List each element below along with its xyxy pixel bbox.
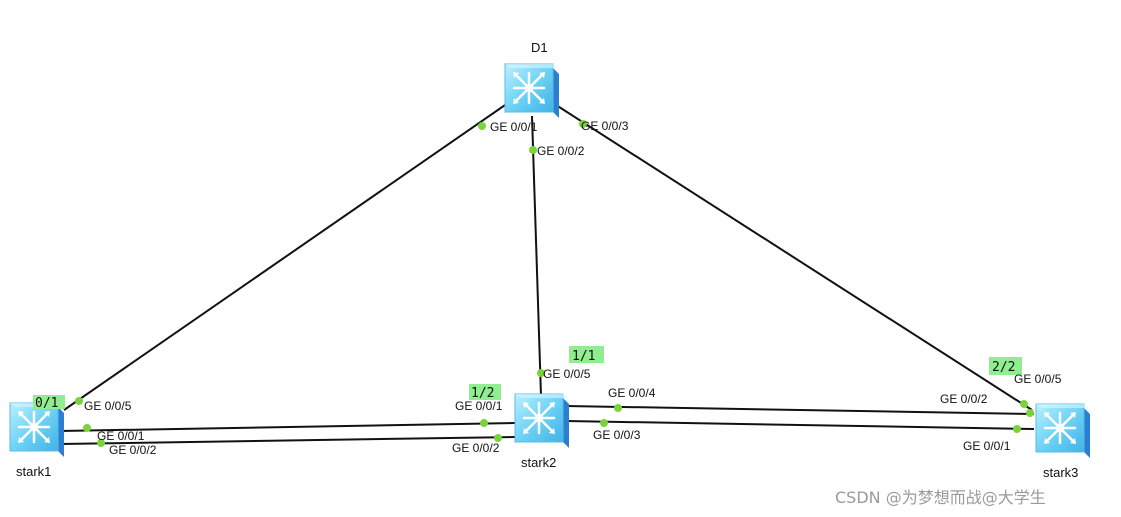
port-dot bbox=[529, 146, 537, 154]
tag-stark1: 0/1 bbox=[35, 396, 58, 411]
link-stark2-stark3-b[interactable] bbox=[565, 420, 1035, 430]
port-dot bbox=[579, 120, 587, 128]
port-label-d1-g3: GE 0/0/3 bbox=[581, 119, 629, 133]
switch-stark3[interactable] bbox=[1034, 402, 1092, 460]
switch-stark2[interactable] bbox=[513, 392, 571, 450]
device-label-stark1: stark1 bbox=[16, 464, 51, 479]
device-label-stark3: stark3 bbox=[1043, 465, 1078, 480]
port-label-s1-g2: GE 0/0/2 bbox=[109, 443, 157, 457]
switch-icon bbox=[8, 401, 66, 459]
port-dot bbox=[97, 439, 105, 447]
tag-stark2-left: 1/2 bbox=[471, 386, 494, 401]
link-stark1-stark2-a[interactable] bbox=[59, 422, 516, 432]
tag-bg bbox=[569, 346, 604, 363]
port-label-s2-g2: GE 0/0/2 bbox=[452, 441, 500, 455]
switch-icon bbox=[503, 62, 561, 120]
port-label-s2-g3: GE 0/0/3 bbox=[593, 428, 641, 442]
link-d1-stark2[interactable] bbox=[531, 115, 542, 397]
port-label-s1-g1: GE 0/0/1 bbox=[97, 429, 145, 443]
port-label-s3-g1: GE 0/0/1 bbox=[963, 439, 1011, 453]
link-stark1-stark2-b[interactable] bbox=[59, 436, 516, 445]
tag-stark2-top: 1/1 bbox=[572, 349, 595, 364]
switch-icon bbox=[513, 392, 571, 450]
tag-stark3: 2/2 bbox=[992, 360, 1015, 375]
switch-stark1[interactable] bbox=[8, 401, 66, 459]
switch-icon bbox=[1034, 402, 1092, 460]
port-label-s2-g5: GE 0/0/5 bbox=[543, 367, 591, 381]
port-dot bbox=[83, 424, 91, 432]
port-label-s2-g4: GE 0/0/4 bbox=[608, 386, 656, 400]
port-dot bbox=[537, 369, 545, 377]
port-label-s3-g5: GE 0/0/5 bbox=[1014, 372, 1062, 386]
link-d1-stark3[interactable] bbox=[555, 104, 1033, 411]
link-stark2-stark3-a[interactable] bbox=[565, 405, 1035, 415]
device-label-stark2: stark2 bbox=[521, 455, 556, 470]
port-dot bbox=[75, 397, 83, 405]
port-dot bbox=[1026, 409, 1034, 417]
port-dot bbox=[480, 419, 488, 427]
port-label-d1-g1: GE 0/0/1 bbox=[490, 120, 538, 134]
port-label-d1-g2: GE 0/0/2 bbox=[537, 144, 585, 158]
port-dot bbox=[1013, 425, 1021, 433]
switch-d1[interactable] bbox=[503, 62, 561, 120]
watermark-text: CSDN @为梦想而战@大学生 bbox=[835, 488, 1046, 507]
tag-bg bbox=[989, 357, 1022, 375]
port-dot bbox=[614, 404, 622, 412]
port-dot bbox=[478, 122, 486, 130]
port-dot bbox=[600, 419, 608, 427]
tag-bg bbox=[33, 395, 65, 409]
port-label-s1-g5: GE 0/0/5 bbox=[84, 399, 132, 413]
port-label-s3-g2: GE 0/0/2 bbox=[940, 392, 988, 406]
device-label-d1: D1 bbox=[531, 40, 548, 55]
tag-bg bbox=[469, 384, 501, 400]
link-d1-stark1[interactable] bbox=[63, 102, 509, 411]
port-label-s2-g1: GE 0/0/1 bbox=[455, 399, 503, 413]
port-dot bbox=[1020, 400, 1028, 408]
port-dot bbox=[494, 434, 502, 442]
